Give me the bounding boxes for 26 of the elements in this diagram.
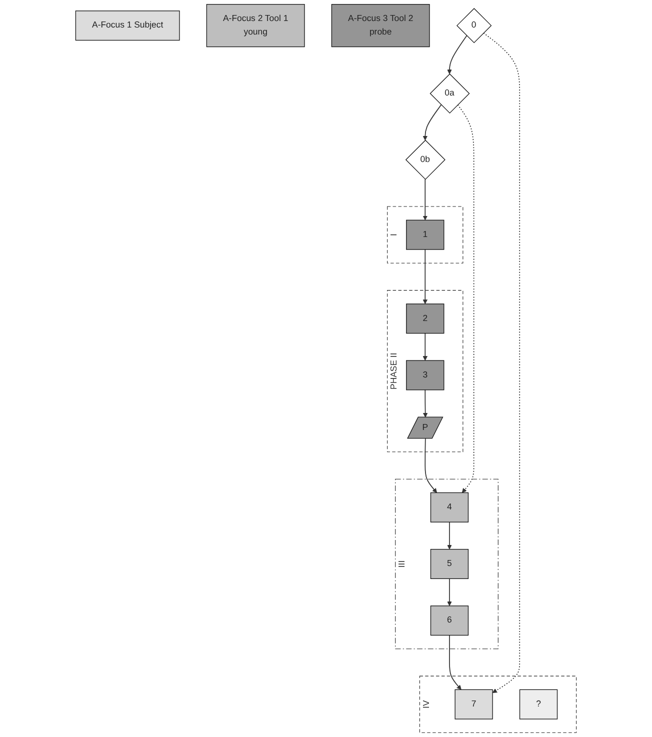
node-box: 4 <box>430 492 469 522</box>
node-box: ? <box>519 689 558 720</box>
node-box: 2 <box>406 304 444 334</box>
arrow <box>422 249 428 304</box>
arrow <box>422 332 428 361</box>
arrow <box>424 438 438 493</box>
node-box: A-Focus 3 Tool 2 probe <box>331 4 430 48</box>
arrow <box>447 522 452 550</box>
node-box: 1 <box>406 220 444 250</box>
node-box: 7 <box>454 689 493 720</box>
node-box: 6 <box>430 606 469 636</box>
arrow <box>422 178 428 220</box>
arrow <box>422 104 442 140</box>
arrow <box>483 32 520 693</box>
node-diamond: 0a <box>430 74 470 114</box>
arrow <box>447 578 452 606</box>
node-box: 3 <box>406 360 444 390</box>
arrow <box>447 35 468 74</box>
node-diamond: 0b <box>405 140 446 180</box>
node-diamond: 0 <box>456 8 492 44</box>
arrow <box>449 634 462 690</box>
arrow <box>457 104 474 493</box>
node-box: 5 <box>430 548 469 579</box>
node-box: A-Focus 2 Tool 1 young <box>206 4 305 48</box>
arrow <box>422 389 428 418</box>
node-box: A-Focus 1 Subject <box>75 10 180 41</box>
